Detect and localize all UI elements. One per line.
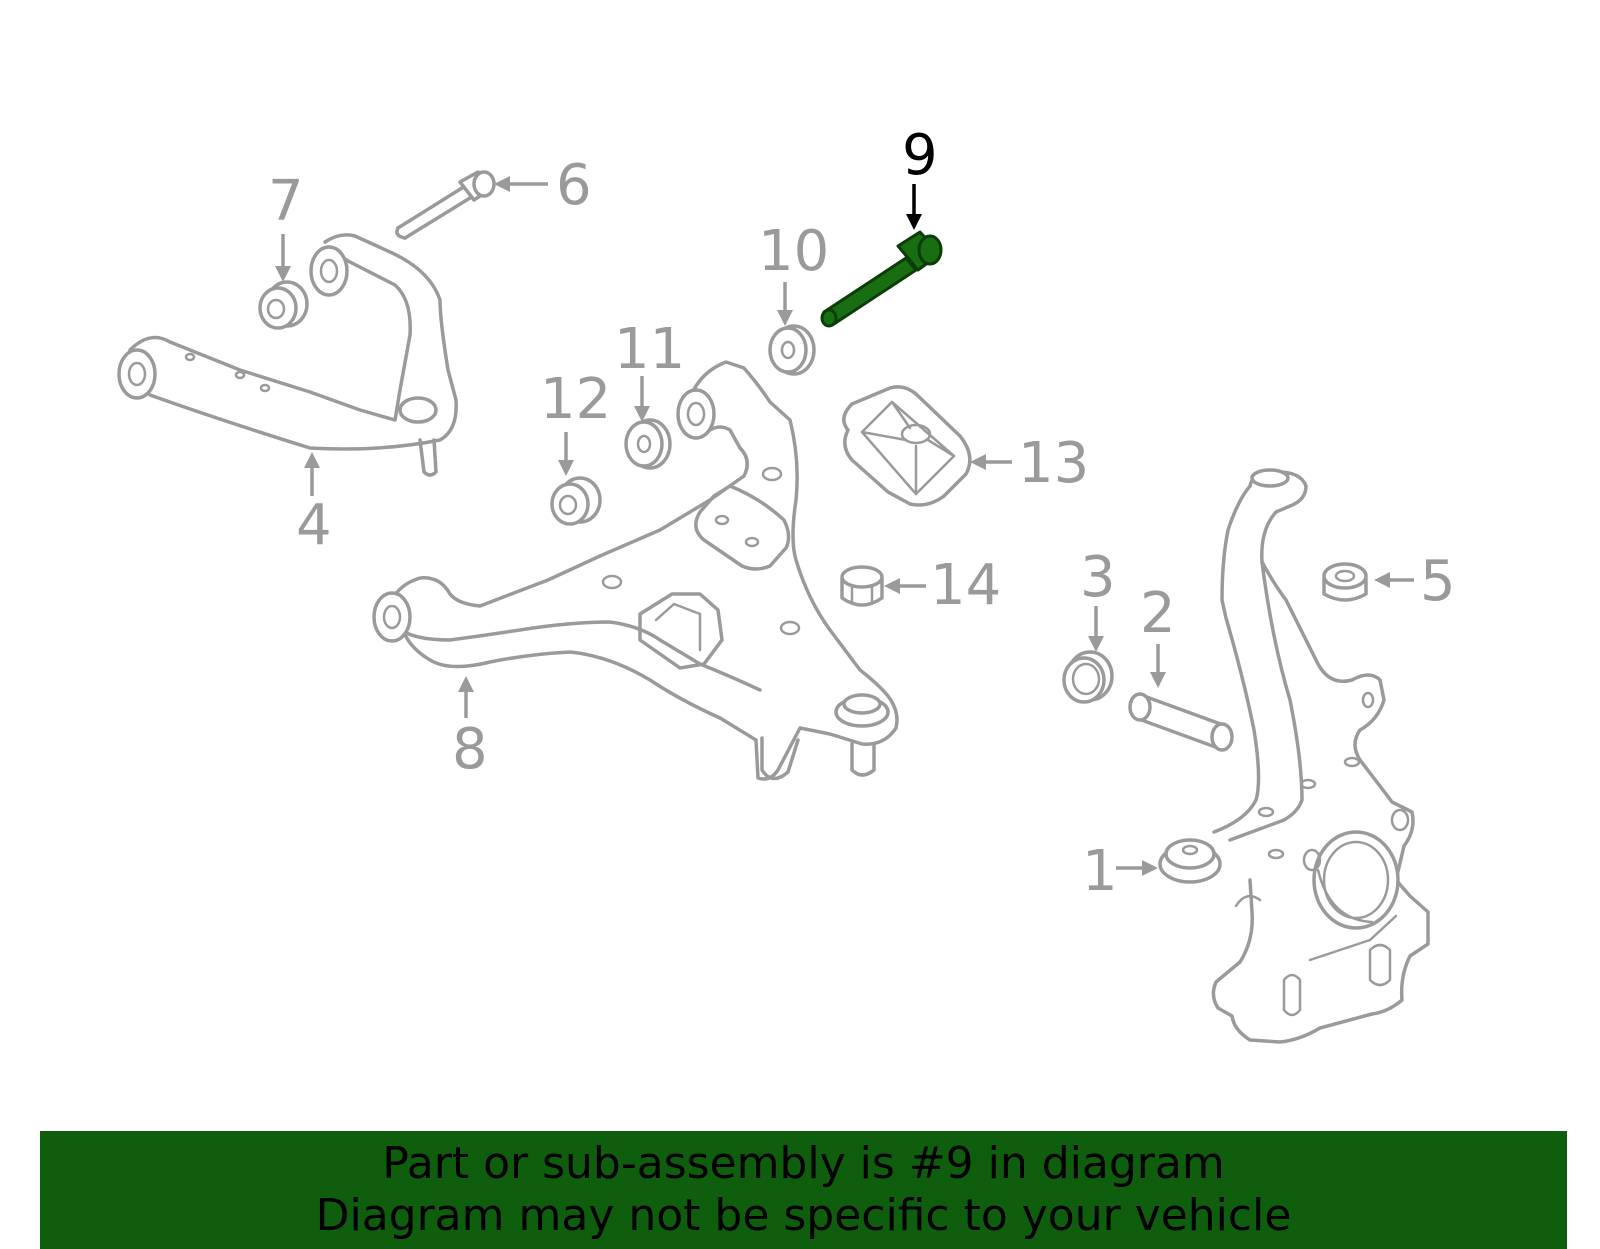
callout-13: 13 (970, 431, 1089, 496)
callout-2-label: 2 (1140, 581, 1176, 646)
callout-10-label: 10 (758, 219, 829, 284)
callout-9-label: 9 (902, 123, 938, 188)
banner-line-disclaimer: Diagram may not be specific to your vehi… (315, 1190, 1292, 1241)
callout-6-label: 6 (556, 153, 592, 218)
info-banner: Part or sub-assembly is #9 in diagram Di… (40, 1131, 1567, 1249)
callout-12-label: 12 (540, 367, 611, 432)
callout-13-label: 13 (1018, 431, 1089, 496)
callout-5: 5 (1374, 549, 1456, 614)
callout-3-label: 3 (1080, 545, 1116, 610)
callout-11-label: 11 (614, 317, 685, 382)
callout-1-label: 1 (1082, 839, 1118, 904)
part-8-lower-control-arm[interactable] (372, 360, 899, 781)
callout-8: 8 (452, 676, 488, 782)
callout-6: 6 (494, 153, 592, 218)
suspension-parts-diagram: 6 7 4 9 (117, 123, 1456, 1044)
callout-11: 11 (614, 317, 685, 422)
callout-1: 1 (1082, 839, 1158, 904)
callout-12: 12 (540, 367, 611, 476)
callout-7-label: 7 (268, 169, 304, 234)
part-12-nut[interactable] (550, 476, 602, 526)
part-4-upper-control-arm[interactable] (117, 233, 458, 477)
callout-7: 7 (268, 169, 304, 282)
callout-4-label: 4 (296, 493, 332, 558)
part-5-bushing[interactable] (1322, 562, 1368, 602)
part-9-bolt-highlighted[interactable] (820, 230, 943, 328)
callout-2: 2 (1140, 581, 1176, 688)
banner-line-part: Part or sub-assembly is #9 in diagram (382, 1138, 1225, 1189)
part-14-bushing[interactable] (840, 565, 884, 607)
part-6-bolt[interactable] (395, 170, 496, 240)
part-11-washer[interactable] (624, 418, 672, 470)
part-13-cover[interactable] (842, 385, 972, 507)
callout-14-label: 14 (930, 553, 1001, 618)
part-10-washer[interactable] (768, 324, 816, 376)
callout-9: 9 (902, 123, 938, 230)
part-2-pin[interactable] (1128, 692, 1234, 752)
callout-5-label: 5 (1420, 549, 1456, 614)
part-1-steering-knuckle[interactable] (1158, 468, 1430, 1044)
part-3-bushing-ring[interactable] (1062, 650, 1114, 704)
callout-10: 10 (758, 219, 829, 326)
part-7-nut[interactable] (258, 280, 309, 330)
callout-4: 4 (296, 452, 332, 558)
callout-8-label: 8 (452, 717, 488, 782)
callout-3: 3 (1080, 545, 1116, 652)
callout-14: 14 (884, 553, 1001, 618)
